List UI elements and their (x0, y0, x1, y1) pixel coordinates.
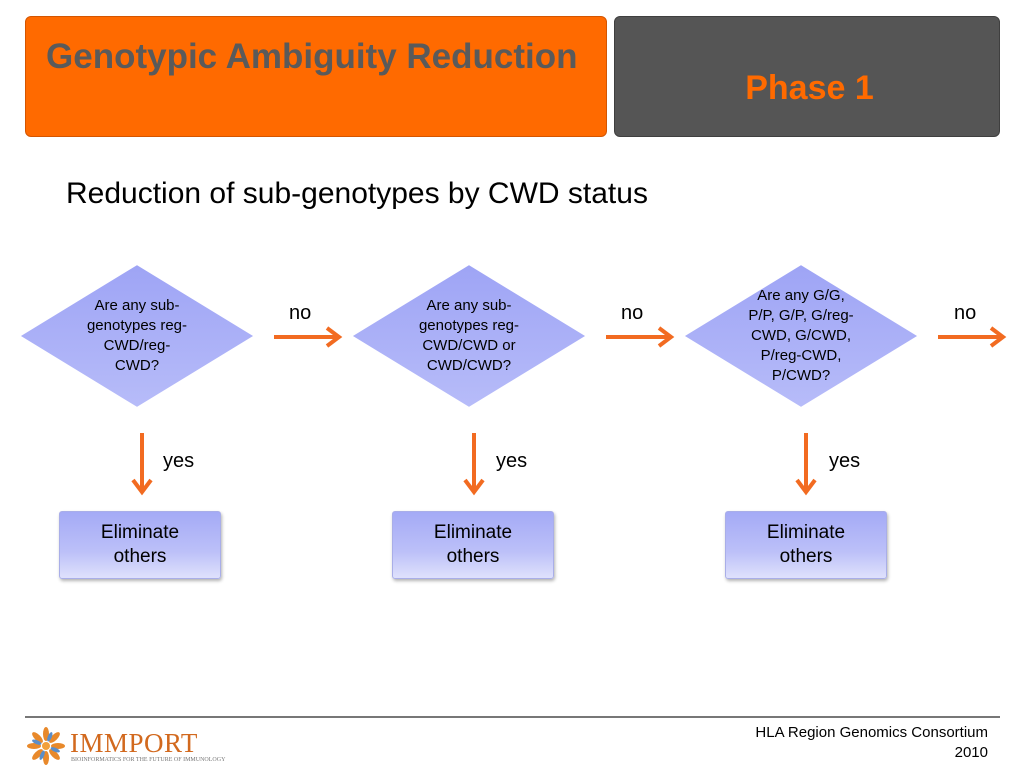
decision-diamond-1: Are any sub- genotypes reg- CWD/reg- CWD… (16, 261, 258, 411)
logo-tagline: BIOINFORMATICS FOR THE FUTURE OF IMMUNOL… (71, 757, 226, 763)
no-label-1: no (289, 302, 312, 324)
right-arrow-1 (274, 326, 343, 348)
no-label-3: no (954, 302, 977, 324)
slide-subtitle: Reduction of sub-genotypes by CWD status (66, 177, 648, 210)
diamond-shape (17, 262, 257, 410)
phase-banner: Phase 1 (614, 16, 1000, 137)
yes-label-1: yes (163, 450, 195, 472)
sun-logo-icon (27, 727, 65, 765)
decision-diamond-3: Are any G/G, P/P, G/P, G/reg- CWD, G/CWD… (680, 261, 922, 411)
right-arrow-3 (938, 326, 1007, 348)
down-arrow-2 (463, 433, 485, 496)
footer-divider (25, 716, 1000, 718)
decision-text: Are any sub- genotypes reg- CWD/CWD or C… (418, 297, 520, 374)
decision-text: Are any sub- genotypes reg- CWD/reg- CWD… (86, 297, 188, 374)
decision-diamond-2: Are any sub- genotypes reg- CWD/CWD or C… (348, 261, 590, 411)
footer-credit: HLA Region Genomics Consortium 2010 (755, 723, 988, 763)
decision-text: Are any G/G, P/P, G/P, G/reg- CWD, G/CWD… (748, 287, 854, 384)
diamond-shape (681, 262, 921, 410)
right-arrow-2 (606, 326, 675, 348)
footer-year: 2010 (954, 744, 988, 761)
immport-logo: IMMPORT BIOINFORMATICS FOR THE FUTURE OF… (26, 726, 226, 766)
eliminate-box-1: Eliminate others (59, 511, 221, 579)
consortium-name: HLA Region Genomics Consortium (755, 724, 988, 741)
yes-label-3: yes (829, 450, 861, 472)
slide-title: Genotypic Ambiguity Reduction (46, 37, 578, 76)
no-label-2: no (621, 302, 644, 324)
down-arrow-1 (131, 433, 153, 496)
eliminate-box-2: Eliminate others (392, 511, 554, 579)
logo-name: IMMPORT (70, 728, 198, 758)
yes-label-2: yes (496, 450, 528, 472)
diamond-shape (349, 262, 589, 410)
title-banner: Genotypic Ambiguity Reduction (25, 16, 607, 137)
down-arrow-3 (795, 433, 817, 496)
eliminate-box-3: Eliminate others (725, 511, 887, 579)
phase-label: Phase 1 (745, 69, 874, 107)
